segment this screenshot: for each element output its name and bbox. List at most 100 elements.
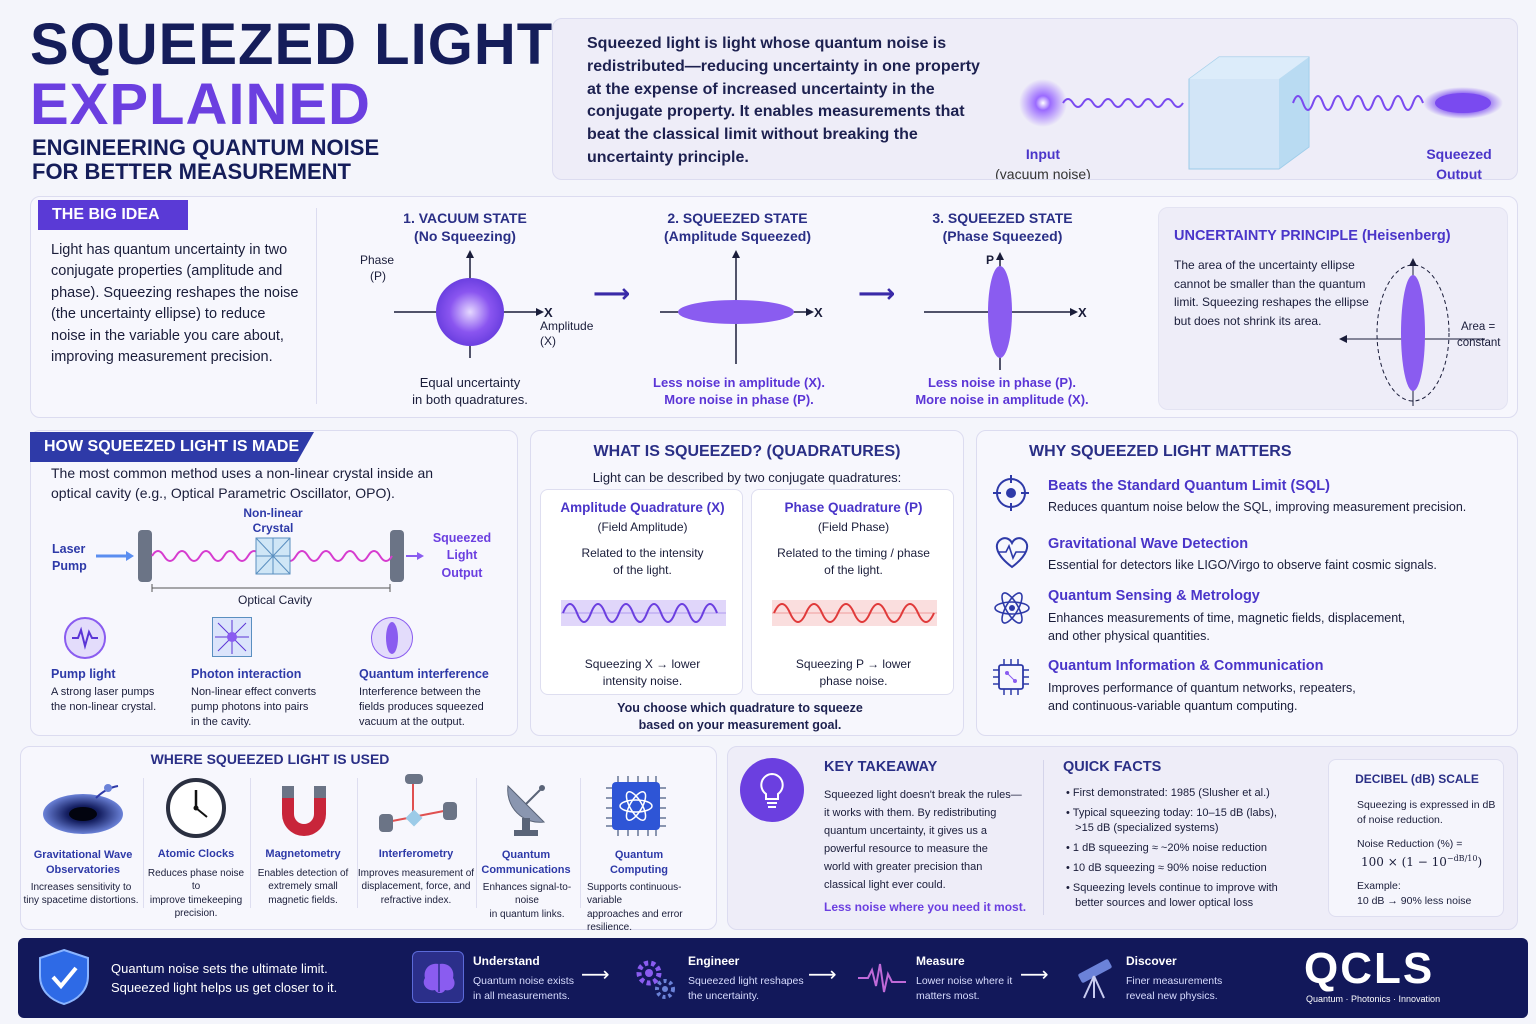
step-pump-title: Pump light: [51, 667, 116, 681]
footer-step-2-title: Engineer: [688, 954, 740, 968]
uncertainty-panel: UNCERTAINTY PRINCIPLE (Heisenberg) The a…: [1158, 207, 1508, 410]
amplitude-card-sub: (Field Amplitude): [597, 520, 688, 534]
state-1-title: 1. VACUUM STATE: [403, 210, 527, 226]
svg-text:Amplitude: Amplitude: [540, 319, 594, 333]
footer-arrow-1: ⟶: [581, 964, 610, 986]
svg-text:Pump: Pump: [52, 559, 87, 573]
magnet-icon: [282, 786, 326, 836]
footer-step-1-title: Understand: [473, 954, 540, 968]
footer-bar: [18, 938, 1528, 1018]
state-3-diagram: P X: [924, 252, 1087, 370]
state-2-title: 2. SQUEEZED STATE: [667, 210, 808, 226]
target-icon: [992, 474, 1030, 517]
amplitude-card: Amplitude Quadrature (X) (Field Amplitud…: [540, 489, 743, 695]
svg-text:Squeezed: Squeezed: [433, 531, 491, 545]
pump-light-icon: [64, 617, 106, 659]
gears-icon: [627, 951, 681, 1005]
svg-text:X: X: [544, 305, 553, 320]
input-glow: [1019, 79, 1067, 127]
opo-diagram: Laser Pump Non-linear Crystal Squeezed L…: [52, 506, 491, 607]
how-made-panel: [30, 430, 518, 736]
input-wave: [1062, 98, 1184, 108]
takeaway-highlight: Less noise where you need it most.: [824, 900, 1027, 914]
svg-text:Light: Light: [447, 548, 478, 562]
svg-text:Area =: Area =: [1461, 321, 1495, 333]
footer-arrow-3: ⟶: [1020, 964, 1049, 986]
use-2-title: Atomic Clocks: [157, 848, 235, 860]
how-made-tag: HOW SQUEEZED LIGHT IS MADE: [30, 432, 314, 462]
page-subtitle-2: FOR BETTER MEASUREMENT: [32, 159, 351, 184]
quantum-interference-icon: [371, 617, 413, 659]
heartbeat-icon: [992, 533, 1032, 576]
output-label-2: Output: [1436, 166, 1482, 179]
squeeze-diagram: Input (vacuum noise) Squeezed Output: [995, 56, 1503, 179]
why-item-3-title: Quantum Sensing & Metrology: [1048, 588, 1260, 604]
state-1-sub: (No Squeezing): [414, 228, 516, 244]
output-wave: [1292, 95, 1424, 111]
state-3-sub: (Phase Squeezed): [942, 228, 1063, 244]
photon-interaction-icon: [212, 617, 252, 657]
where-used-panel: [20, 746, 717, 930]
footer-message: Quantum noise sets the ultimate limit.Sq…: [111, 961, 338, 995]
state-2-caption: Less noise in amplitude (X).More noise i…: [653, 375, 825, 407]
svg-text:X: X: [814, 305, 823, 320]
svg-text:P: P: [986, 253, 994, 267]
amplitude-wave: [561, 600, 726, 626]
db-title: DECIBEL (dB) SCALE: [1355, 772, 1479, 786]
big-idea-tag: THE BIG IDEA: [38, 200, 188, 230]
quadratures-title: WHAT IS SQUEEZED? (QUADRATURES): [593, 443, 901, 460]
use-3-title: Magnetometry: [265, 848, 341, 860]
facts-list: • First demonstrated: 1985 (Slusher et a…: [1066, 787, 1278, 909]
facts-title: QUICK FACTS: [1063, 759, 1162, 775]
page-subtitle: ENGINEERING QUANTUM NOISE: [32, 135, 380, 160]
db-formula: 100 × (1 − 10−dB/10): [1361, 854, 1483, 869]
how-made-text: The most common method uses a non-linear…: [51, 465, 434, 501]
arrow-2: ⟶: [858, 278, 896, 308]
state-3-caption: Less noise in phase (P).More noise in am…: [915, 375, 1089, 407]
db-example: 10 dB → 90% less noise: [1357, 895, 1472, 907]
brand-logo: QCLS: [1304, 944, 1435, 993]
uncertainty-diagram: Area = constant: [1339, 258, 1501, 406]
waveform-icon: [856, 956, 908, 1005]
why-panel: [976, 430, 1518, 736]
use-4-title: Interferometry: [378, 848, 454, 860]
step-photon-title: Photon interaction: [191, 667, 302, 681]
svg-text:constant: constant: [1457, 337, 1501, 349]
why-item-2-text: Essential for detectors like LIGO/Virgo …: [1048, 558, 1437, 572]
svg-text:Non-linear: Non-linear: [243, 506, 303, 520]
db-scale-card: DECIBEL (dB) SCALE Squeezing is expresse…: [1328, 759, 1504, 917]
phase-card-sub: (Field Phase): [817, 520, 890, 534]
svg-text:Crystal: Crystal: [253, 521, 294, 535]
svg-text:(X): (X): [540, 334, 556, 348]
brand-tagline: Quantum · Photonics · Innovation: [1306, 994, 1441, 1004]
atom-icon: [992, 588, 1032, 633]
input-sublabel: (vacuum noise): [995, 166, 1091, 179]
why-item-4-text: Improves performance of quantum networks…: [1048, 681, 1356, 713]
phase-wave: [772, 600, 937, 626]
clock-icon: [166, 778, 226, 838]
telescope-icon: [1068, 950, 1122, 1009]
state-3-title: 3. SQUEEZED STATE: [932, 210, 1073, 226]
lightbulb-icon: [740, 758, 804, 822]
state-2-sub: (Amplitude Squeezed): [663, 228, 811, 244]
state-2-diagram: X: [660, 250, 823, 364]
brain-icon: [412, 951, 464, 1003]
why-title: WHY SQUEEZED LIGHT MATTERS: [1029, 443, 1292, 460]
svg-text:(P): (P): [370, 269, 386, 283]
footer-step-4-title: Discover: [1126, 954, 1177, 968]
footer-arrow-2: ⟶: [808, 964, 837, 986]
svg-text:X: X: [1078, 305, 1087, 320]
interferometer-icon: [379, 774, 457, 832]
where-used-title: WHERE SQUEEZED LIGHT IS USED: [150, 751, 390, 767]
arrow-1: ⟶: [593, 278, 631, 308]
